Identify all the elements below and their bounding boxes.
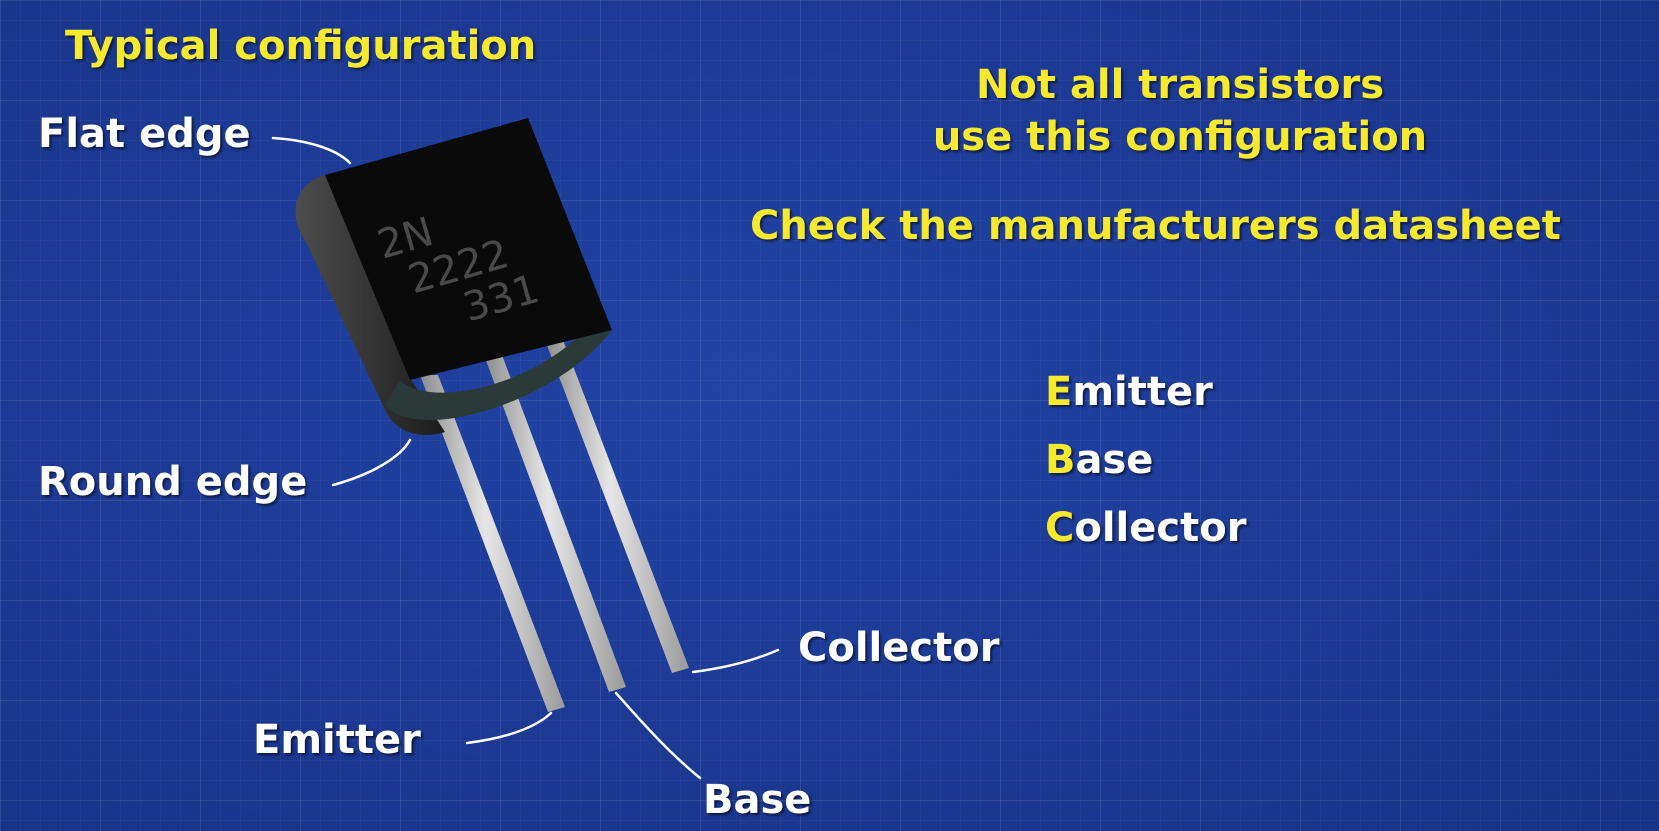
note-line-1: Not all transistors	[975, 62, 1385, 108]
callout-lines	[271, 136, 780, 780]
base-lead	[484, 355, 626, 692]
flat-edge-label: Flat edge	[38, 111, 251, 157]
legend-collector-initial: C	[1045, 505, 1075, 551]
legend-base: Base	[1045, 440, 1153, 480]
base-leader	[614, 691, 702, 780]
transistor-package: 2N 2222 331	[295, 118, 612, 436]
flat-edge-leader	[271, 136, 352, 165]
round-edge-side	[295, 175, 445, 436]
legend-collector-rest: ollector	[1074, 505, 1247, 551]
legend-emitter-initial: E	[1045, 369, 1073, 415]
legend-emitter-rest: mitter	[1072, 369, 1213, 415]
transistor-leads	[420, 340, 689, 712]
legend-base-rest: ase	[1075, 437, 1154, 483]
collector-lead	[545, 340, 689, 673]
legend-base-initial: B	[1045, 437, 1076, 483]
legend-collector: Collector	[1045, 508, 1246, 548]
flat-edge-face	[325, 118, 612, 380]
round-edge-bottom	[385, 322, 612, 421]
page-title: Typical configuration	[65, 23, 537, 69]
emitter-leader	[465, 711, 553, 745]
legend-emitter: Emitter	[1045, 372, 1213, 412]
round-edge-label: Round edge	[38, 459, 308, 505]
round-edge-leader	[331, 438, 412, 487]
datasheet-note: Check the manufacturers datasheet	[750, 203, 1561, 249]
collector-pin-label: Collector	[798, 625, 1000, 671]
emitter-lead	[420, 375, 565, 712]
note-line-2: use this configuration	[932, 114, 1428, 160]
emitter-pin-label: Emitter	[253, 717, 421, 763]
collector-leader	[691, 648, 780, 674]
base-pin-label: Base	[703, 777, 812, 823]
